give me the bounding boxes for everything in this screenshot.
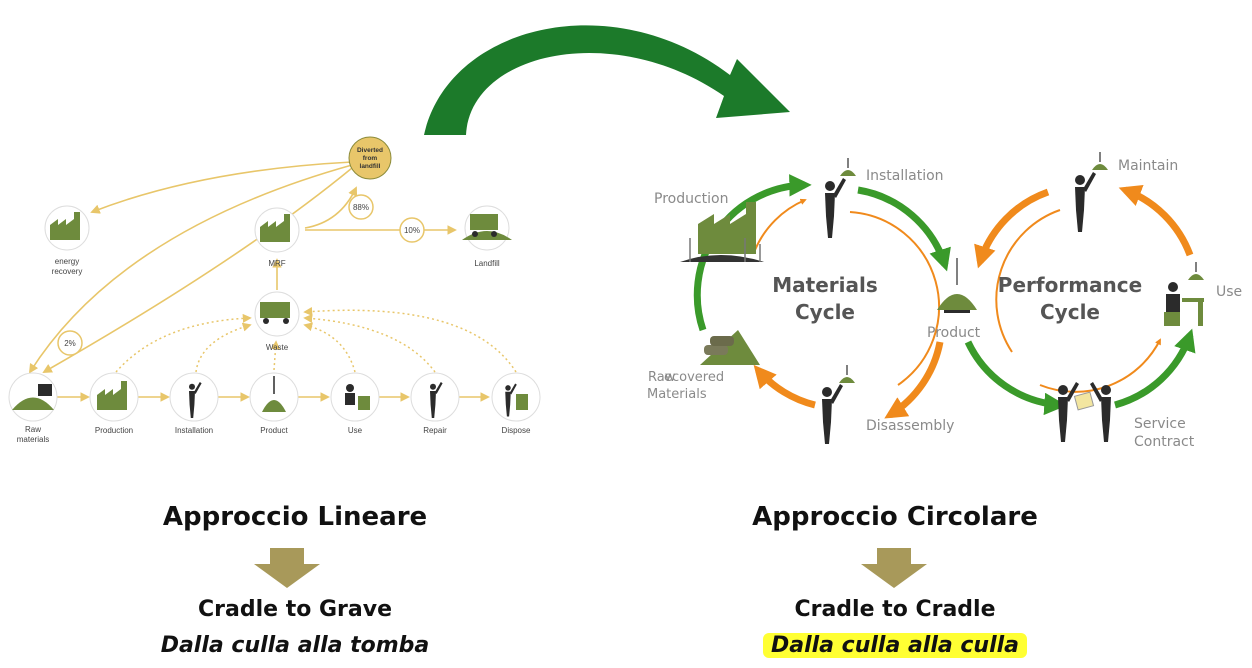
performance-cycle-arcs [964, 184, 1196, 416]
circular-diagram: Production Installation Materials Cycle … [647, 151, 1242, 450]
caption-circular-title: Approccio Circolare [752, 502, 1038, 532]
svg-text:Raw: Raw [25, 425, 41, 434]
svg-text:Dispose: Dispose [502, 426, 531, 435]
svg-text:MRF: MRF [268, 259, 285, 268]
recovery-flows [28, 161, 457, 374]
label-materials-cycle-2: Cycle [795, 300, 855, 324]
caption-circular-italic-wrap: Dalla culla alla culla [720, 633, 1070, 658]
mrf-node: MRF [254, 207, 300, 268]
installation-person-icon [825, 157, 857, 238]
down-arrow-right [861, 548, 927, 588]
node-installation: Installation [169, 372, 219, 435]
waste-node: Waste [254, 291, 300, 352]
label-materials-cycle-1: Materials [772, 273, 878, 297]
svg-text:Product: Product [260, 426, 288, 435]
caption-circular-italic: Dalla culla alla culla [762, 633, 1028, 658]
service-contract-icon [1058, 382, 1111, 442]
label-maintain: Maintain [1118, 158, 1178, 174]
svg-text:Waste: Waste [266, 343, 289, 352]
materials-cycle-inner [754, 198, 941, 386]
svg-text:Use: Use [348, 426, 363, 435]
label-production: Production [654, 191, 728, 207]
label-service: Service [1134, 416, 1186, 432]
svg-text:Repair: Repair [423, 426, 447, 435]
label-materials: Materials [647, 387, 707, 402]
node-use: Use [330, 372, 380, 435]
svg-text:from: from [363, 155, 378, 162]
pct-landfill-badge: 10% [399, 217, 425, 243]
landfill-node: Landfill [462, 205, 512, 268]
node-repair: Repair [410, 372, 460, 435]
performance-cycle-inner [995, 209, 1161, 393]
svg-text:materials: materials [17, 435, 49, 444]
svg-text:Diverted: Diverted [357, 147, 383, 154]
pct-diverted-badge: 88% [348, 194, 374, 220]
node-production: Production [89, 372, 139, 435]
caption-linear-sub: Cradle to Grave [197, 597, 392, 622]
label-disassembly: Disassembly [866, 418, 954, 434]
diverted-node: Diverted from landfill [348, 136, 392, 180]
label-use: Use [1216, 284, 1242, 300]
svg-text:Installation: Installation [175, 426, 213, 435]
svg-text:2%: 2% [64, 339, 76, 348]
svg-text:10%: 10% [404, 226, 420, 235]
svg-text:Landfill: Landfill [474, 259, 500, 268]
linear-diagram: 88% 10% 2% Diverted from landfill energy… [8, 136, 541, 444]
svg-text:Production: Production [95, 426, 133, 435]
label-contract: Contract [1134, 434, 1195, 450]
label-raw-overlay: Raw [648, 370, 676, 385]
caption-linear-title: Approccio Lineare [162, 502, 428, 532]
caption-circular-sub: Cradle to Cradle [794, 597, 996, 622]
svg-text:landfill: landfill [360, 163, 381, 170]
recovered-materials-icon [700, 330, 760, 365]
label-product: Product [927, 325, 981, 341]
down-arrow-left [254, 548, 320, 588]
svg-text:88%: 88% [353, 203, 369, 212]
svg-text:recovery: recovery [52, 267, 83, 276]
product-lamp-icon [937, 258, 977, 313]
label-performance-cycle-2: Cycle [1040, 300, 1100, 324]
energy-recovery-node: energy recovery [44, 205, 90, 276]
node-dispose: Dispose [491, 372, 541, 435]
pct-energy-badge: 2% [57, 330, 83, 356]
maintain-person-icon [1075, 151, 1109, 232]
use-desk-icon [1164, 261, 1205, 326]
production-factory-icon [680, 202, 764, 262]
label-performance-cycle-1: Performance [998, 273, 1142, 297]
svg-text:energy: energy [55, 257, 79, 266]
label-recovered: ecovered [664, 370, 724, 385]
caption-linear-italic: Dalla culla alla tomba [160, 633, 430, 658]
node-raw-materials: Raw materials [8, 372, 58, 444]
transition-arrow [424, 25, 790, 135]
label-installation: Installation [866, 168, 944, 184]
node-product: Product [249, 372, 299, 435]
disassembly-person-icon [822, 364, 856, 444]
waste-flows [115, 306, 517, 373]
